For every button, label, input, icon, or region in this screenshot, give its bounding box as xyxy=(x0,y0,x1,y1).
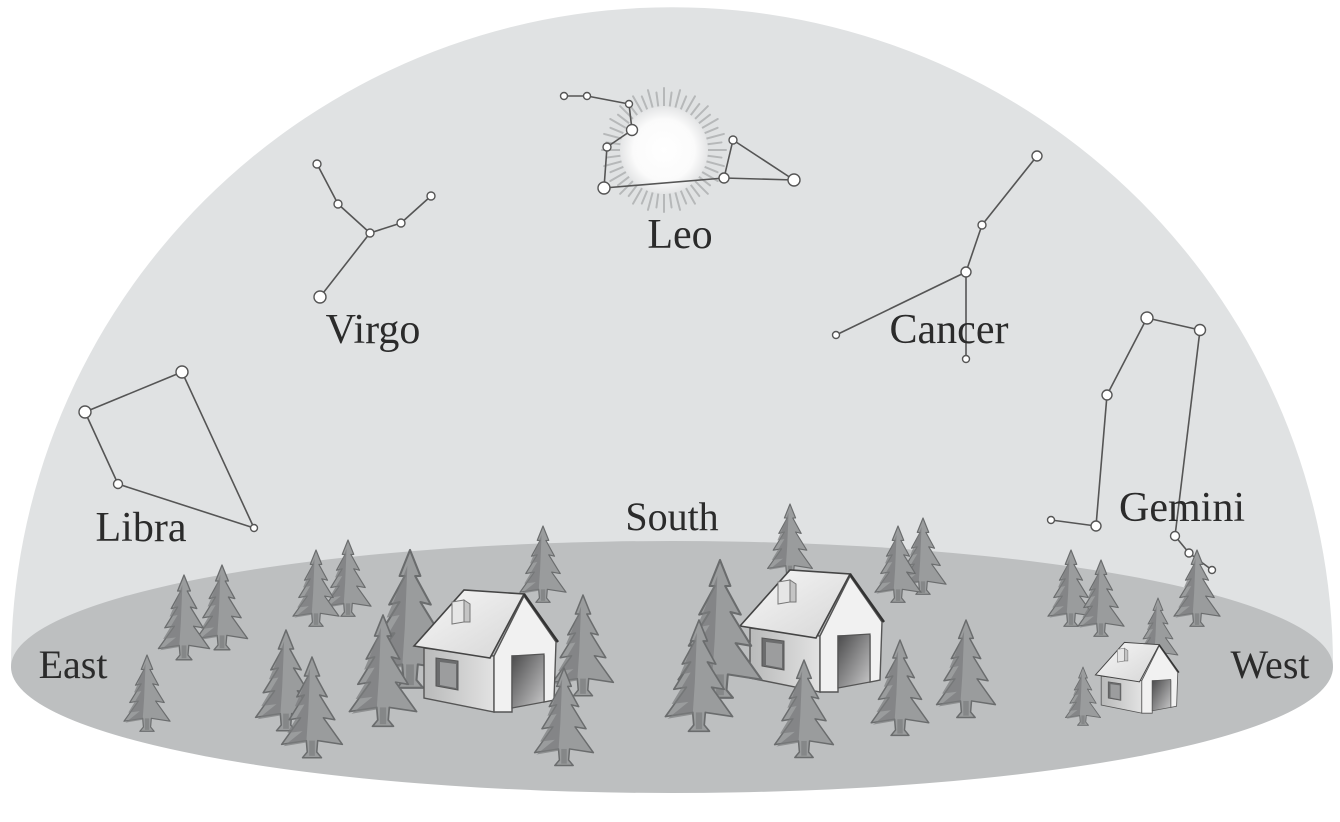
label-cancer: Cancer xyxy=(889,307,1009,353)
constellation-gemini xyxy=(1046,311,1217,575)
label-west: West xyxy=(1230,642,1310,687)
label-libra: Libra xyxy=(95,505,187,551)
label-south: South xyxy=(625,494,719,539)
constellation-libra xyxy=(78,365,259,533)
star-icon xyxy=(313,290,327,304)
label-virgo: Virgo xyxy=(325,307,421,353)
label-gemini: Gemini xyxy=(1119,485,1245,531)
star-icon xyxy=(426,191,436,201)
star-icon xyxy=(960,266,972,278)
star-icon xyxy=(365,228,375,238)
star-icon xyxy=(787,173,801,187)
label-leo: Leo xyxy=(647,212,713,258)
star-icon xyxy=(78,405,92,419)
star-icon xyxy=(559,91,569,101)
star-icon xyxy=(602,142,612,152)
star-icon xyxy=(718,172,730,184)
star-icon xyxy=(977,220,987,230)
label-east: East xyxy=(38,642,108,687)
star-icon xyxy=(597,181,611,195)
constellation-cancer xyxy=(831,150,1043,364)
star-icon xyxy=(175,365,189,379)
star-icon xyxy=(1184,548,1194,558)
star-icon xyxy=(1169,530,1181,542)
constellations xyxy=(78,91,1217,575)
star-icon xyxy=(1046,515,1056,525)
star-icon xyxy=(396,218,406,228)
star-icon xyxy=(1090,520,1102,532)
star-icon xyxy=(333,199,343,209)
sun-icon xyxy=(601,87,727,213)
star-icon xyxy=(625,123,639,137)
star-icon xyxy=(961,354,971,364)
constellation-virgo xyxy=(312,159,436,304)
star-icon xyxy=(831,330,841,340)
star-icon xyxy=(1207,565,1217,575)
sky-dome xyxy=(11,7,1333,667)
star-icon xyxy=(1193,323,1207,337)
star-icon xyxy=(112,478,124,490)
star-icon xyxy=(582,91,592,101)
star-icon xyxy=(1140,311,1154,325)
star-icon xyxy=(1101,389,1113,401)
star-icon xyxy=(249,523,259,533)
star-icon xyxy=(624,99,634,109)
constellation-leo xyxy=(559,91,801,195)
star-icon xyxy=(312,159,322,169)
star-icon xyxy=(728,135,738,145)
star-icon xyxy=(1031,150,1043,162)
